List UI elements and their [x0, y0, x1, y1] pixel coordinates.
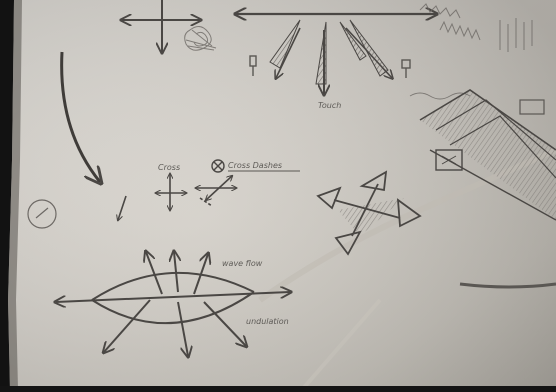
top-arrow-label: Touch — [318, 101, 341, 110]
wave-upper-label: wave flow — [222, 259, 263, 268]
cross-dashes-label: Cross Dashes — [228, 161, 282, 170]
wave-lower-label: undulation — [246, 317, 289, 326]
cross-label: Cross — [158, 163, 180, 172]
bottom-edge — [0, 386, 556, 392]
